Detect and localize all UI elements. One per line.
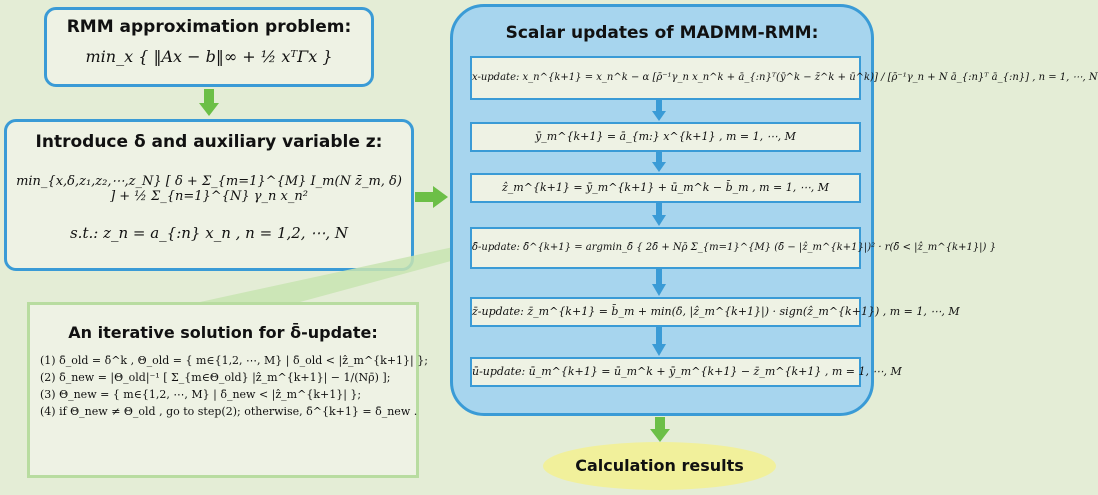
u-update-box: ū-update: ū_m^{k+1} = ū_m^k + ȳ_m^{k+1} … [470, 357, 902, 387]
delta-update-box: δ̄-update: δ̄^{k+1} = argmin_δ̄ { 2δ̄ + … [470, 227, 996, 269]
blue-arrow-5 [652, 327, 666, 356]
rmm-problem-title: RMM approximation problem: [66, 17, 352, 37]
auxiliary-formula: min_{x,δ,z₁,z₂,⋯,z_N} [ δ + Σ_{m=1}^{M} … [16, 174, 402, 204]
callout-connector [200, 246, 462, 302]
calculation-results-label: Calculation results [575, 456, 744, 475]
madmm-title: Scalar updates of MADMM-RMM: [505, 23, 819, 43]
arrow-down-result [650, 417, 670, 442]
y-update-box: ȳ_m^{k+1} = ā_{m:} x^{k+1} , m = 1, ⋯, M [470, 122, 861, 152]
iterative-title: An iterative solution for δ̄-update: [68, 323, 378, 342]
iterative-step-1: (1) δ̄_old = δ̄^k , Θ_old = { m∈{1,2, ⋯,… [40, 354, 428, 367]
blue-arrow-1 [652, 100, 666, 121]
auxiliary-variable-box: Introduce δ and auxiliary variable z: mi… [4, 119, 414, 271]
iterative-solution-box: An iterative solution for δ̄-update: (1)… [27, 302, 428, 478]
arrow-right [415, 186, 448, 208]
auxiliary-constraint: s.t.: z_n = a_{:n} x_n , n = 1,2, ⋯, N [69, 224, 348, 242]
blue-arrow-4 [652, 269, 666, 296]
iterative-step-3: (3) Θ_new = { m∈{1,2, ⋯, M} | δ̄_new < |… [40, 388, 362, 401]
rmm-problem-formula: min_x { ‖Ax − b‖∞ + ½ xᵀΓx } [85, 47, 333, 66]
x-update-box: x-update: x_n^{k+1} = x_n^k − α [ρ̄⁻¹γ_n… [470, 56, 1098, 100]
calculation-results: Calculation results [543, 442, 776, 490]
zhat-update-box: ẑ_m^{k+1} = ȳ_m^{k+1} + ū_m^k − b̄_m , m… [470, 173, 861, 203]
rmm-problem-box: RMM approximation problem: min_x { ‖Ax −… [44, 7, 374, 87]
iterative-step-2: (2) δ̄_new = |Θ_old|⁻¹ [ Σ_{m∈Θ_old} |ẑ_… [40, 371, 391, 384]
z-update-box: z̄-update: z̄_m^{k+1} = b̄_m + min(δ̄, |… [470, 297, 960, 327]
blue-arrow-2 [652, 152, 666, 172]
auxiliary-title: Introduce δ and auxiliary variable z: [35, 132, 383, 152]
arrow-down-1 [199, 89, 219, 116]
iterative-step-4: (4) if Θ_new ≠ Θ_old , go to step(2); ot… [40, 405, 418, 418]
blue-arrow-3 [652, 203, 666, 226]
